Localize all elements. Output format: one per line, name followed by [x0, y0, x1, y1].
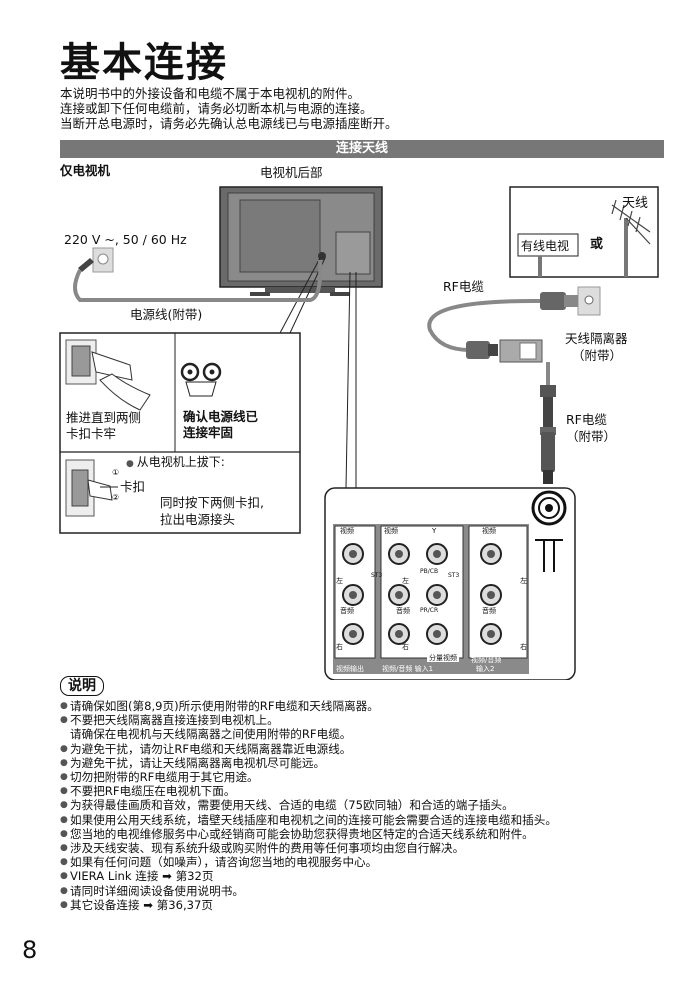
note-item: ●请确保如图(第8,9页)所示使用附带的RF电缆和天线隔离器。 [60, 699, 379, 713]
panel-label-video-3: 视频 [482, 527, 496, 535]
panel-label-video-out: 视频输出 [336, 665, 364, 673]
unplug-desc-line-1: 同时按下两侧卡扣, [160, 495, 264, 510]
panel-label-left-1: 左 [336, 577, 343, 585]
panel-label-video-2: 视频 [384, 527, 398, 535]
note-item: ●其它设备连接 ➡ 第36,37页 [60, 897, 214, 912]
intro-line-3: 当断开总电源时，请务必先确认总电源线已与电源插座断开。 [60, 116, 398, 131]
panel-label-component: 分量视频 [427, 654, 459, 662]
note-item: 请确保在电视机与天线隔离器之间使用附带的RF电缆。 [70, 727, 352, 742]
isolator-line-2: （附带） [572, 348, 623, 363]
confirm-line-1: 确认电源线已 [183, 409, 259, 424]
antenna-label: 天线 [622, 196, 649, 211]
panel-label-y: Y [432, 527, 437, 535]
unplug-title: ● 从电视机上拔下: [126, 455, 225, 469]
panel-label-pr: PR/CR [420, 607, 439, 614]
cable-tv-label: 有线电视 [521, 239, 570, 253]
section-title: 连接天线 [335, 141, 388, 156]
confirm-line-2: 连接牢固 [183, 425, 234, 440]
notes-list: ●请确保如图(第8,9页)所示使用附带的RF电缆和天线隔离器。 ●不要把天线隔离… [60, 699, 557, 912]
notes-title: 说明 [60, 676, 104, 696]
note-item: ●为获得最佳画质和音效，需要使用天线、合适的电缆（75欧同轴）和合适的端子插头。 [60, 798, 514, 813]
note-item: ●不要把RF电缆压在电视机下面。 [60, 784, 236, 799]
panel-label-st3-1: ST3 [371, 572, 383, 579]
rf-cable-label: RF电缆 [443, 279, 484, 294]
panel-label-av-in2-b: 输入2 [476, 665, 495, 673]
note-item: ●为避免干扰，请勿让RF电缆和天线隔离器靠近电源线。 [60, 741, 352, 756]
panel-label-right-1: 右 [336, 643, 343, 651]
note-item: ●请同时详细阅读设备使用说明书。 [60, 883, 244, 898]
panel-label-audio-1: 音频 [340, 607, 354, 615]
note-item: ●如果有任何问题（如噪声），请咨询您当地的电视服务中心。 [60, 855, 378, 870]
page-number: 8 [22, 936, 38, 964]
or-label: 或 [590, 237, 604, 252]
rf-cable-supplied-line-1: RF电缆 [566, 412, 607, 427]
isolator-line-1: 天线隔离器 [565, 331, 628, 346]
push-in-line-1: 推进直到两侧 [66, 410, 142, 425]
tv-rear-label: 电视机后部 [260, 165, 323, 180]
note-item: ●涉及天线安装、现有系统升级或购买附件的费用等任何事项均由您自行解决。 [60, 841, 465, 856]
power-cord-label: 电源线(附带) [130, 307, 203, 322]
svg-text:②: ② [112, 493, 119, 502]
clip-label: 卡扣 [120, 479, 146, 494]
connector-front-illustration [180, 362, 222, 397]
note-item: ●VIERA Link 连接 ➡ 第32页 [60, 869, 214, 884]
panel-label-audio-2: 音频 [396, 607, 410, 615]
note-item: ●为避免干扰，请让天线隔离器离电视机尽可能远。 [60, 755, 326, 770]
panel-label-av-in1: 视频/音频 输入1 [382, 665, 434, 673]
note-item: ●您当地的电视维修服务中心或经销商可能会协助您获得贵地区特定的合适天线系统和附件… [60, 826, 534, 841]
rf-cable-supplied-line-2: （附带） [566, 429, 617, 444]
unplug-desc-line-2: 拉出电源接头 [160, 512, 236, 527]
plug-push-illustration [65, 339, 151, 411]
note-item: ●不要把天线隔离器直接连接到电视机上。 [60, 713, 279, 728]
panel-label-st3-2: ST3 [448, 572, 460, 579]
panel-label-pb: PB/CB [420, 568, 439, 575]
svg-text:①: ① [112, 468, 119, 477]
intro-line-1: 本说明书中的外接设备和电缆不属于本电视机的附件。 [60, 86, 361, 101]
section-banner [60, 140, 664, 158]
plug-release-illustration: ① ② [65, 459, 119, 517]
terminal-panel [333, 524, 529, 674]
power-spec-label: 220 V ~, 50 / 60 Hz [64, 232, 187, 247]
page-title: 基本连接 [60, 40, 228, 86]
intro-line-2: 连接或卸下任何电缆前，请务必切断本机与电源的连接。 [60, 101, 373, 116]
panel-label-audio-3: 音频 [482, 607, 496, 615]
tv-only-label: 仅电视机 [60, 163, 111, 178]
push-in-line-2: 卡扣卡牢 [66, 426, 117, 441]
note-item: ●切勿把附带的RF电缆用于其它用途。 [60, 770, 259, 785]
panel-label-video-1: 视频 [340, 527, 354, 535]
note-item: ●如果使用公用天线系统，墙壁天线插座和电视机之间的连接可能会需要合适的连接电缆和… [60, 812, 557, 827]
panel-label-right-2: 右 [402, 643, 409, 651]
panel-label-av-in2-a: 视频/音频 [471, 656, 502, 664]
panel-label-right-3: 右 [520, 643, 527, 651]
tv-rear-illustration [219, 186, 383, 296]
panel-label-left-2: 左 [402, 577, 409, 585]
panel-label-left-3: 左 [520, 577, 527, 585]
